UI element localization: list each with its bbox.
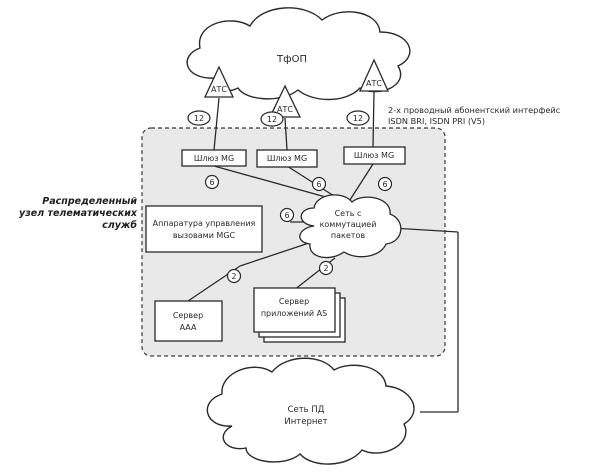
ats-3: АТС (358, 58, 390, 92)
marker-6-a: 6 (204, 174, 220, 190)
gateway-mg-3: Шлюз MG (343, 146, 406, 165)
marker-2-a: 2 (226, 268, 242, 284)
tfop-label: ТфОП (276, 54, 307, 65)
svg-text:6: 6 (209, 178, 214, 187)
svg-text:2: 2 (323, 264, 328, 273)
interface-label-line1: 2-х проводный абонентский интерфейс (388, 105, 560, 115)
mgc-box: Аппаратура управления вызовами MGC (145, 205, 263, 253)
pd-internet-cloud (206, 357, 415, 465)
marker-12-c: 12 (346, 110, 370, 126)
svg-text:12: 12 (267, 115, 277, 124)
gateway-mg-2: Шлюз MG (256, 149, 318, 168)
svg-text:АТС: АТС (211, 85, 227, 94)
svg-text:AAA: AAA (180, 323, 197, 332)
node-label-line1: Распределенный (42, 196, 137, 207)
packet-label-line3: пакетов (331, 231, 365, 240)
svg-text:АТС: АТС (277, 105, 293, 114)
ats-2: АТС (268, 84, 302, 118)
svg-text:АТС: АТС (366, 79, 382, 88)
interface-label-line2: ISDN BRI, ISDN PRI (V5) (388, 116, 485, 126)
tfop-cloud (186, 7, 411, 101)
svg-text:Шлюз MG: Шлюз MG (354, 151, 394, 160)
pd-label-line1: Сеть ПД (288, 405, 325, 415)
marker-12-b: 12 (260, 111, 284, 127)
marker-6-c: 6 (377, 176, 393, 192)
svg-text:Шлюз MG: Шлюз MG (267, 154, 307, 163)
svg-text:12: 12 (194, 114, 204, 123)
svg-text:приложений AS: приложений AS (261, 309, 327, 318)
svg-text:6: 6 (284, 211, 289, 220)
svg-text:2: 2 (231, 272, 236, 281)
svg-text:вызовами MGC: вызовами MGC (173, 231, 236, 240)
packet-label-line2: коммутацией (320, 220, 377, 229)
svg-text:6: 6 (316, 180, 321, 189)
svg-text:Аппаратура управления: Аппаратура управления (153, 219, 256, 228)
marker-6-b: 6 (311, 176, 327, 192)
marker-2-b: 2 (318, 260, 334, 276)
packet-label-line1: Сеть с (335, 209, 362, 218)
packet-network-cloud (299, 194, 402, 259)
marker-6-d: 6 (279, 207, 295, 223)
node-label-line2: узел телематических (19, 208, 138, 219)
aaa-server-box: Сервер AAA (154, 300, 223, 342)
ats-1: АТС (203, 65, 235, 98)
svg-text:6: 6 (382, 180, 387, 189)
node-label-line3: служб (102, 220, 137, 231)
application-server-stack: Сервер приложений AS (253, 287, 346, 343)
svg-text:Шлюз MG: Шлюз MG (194, 154, 234, 163)
marker-12-a: 12 (187, 110, 211, 126)
svg-text:Сервер: Сервер (173, 311, 203, 320)
svg-text:Сервер: Сервер (279, 297, 309, 306)
pd-label-line2: Интернет (284, 417, 327, 427)
svg-text:12: 12 (353, 114, 363, 123)
gateway-mg-1: Шлюз MG (181, 149, 247, 167)
